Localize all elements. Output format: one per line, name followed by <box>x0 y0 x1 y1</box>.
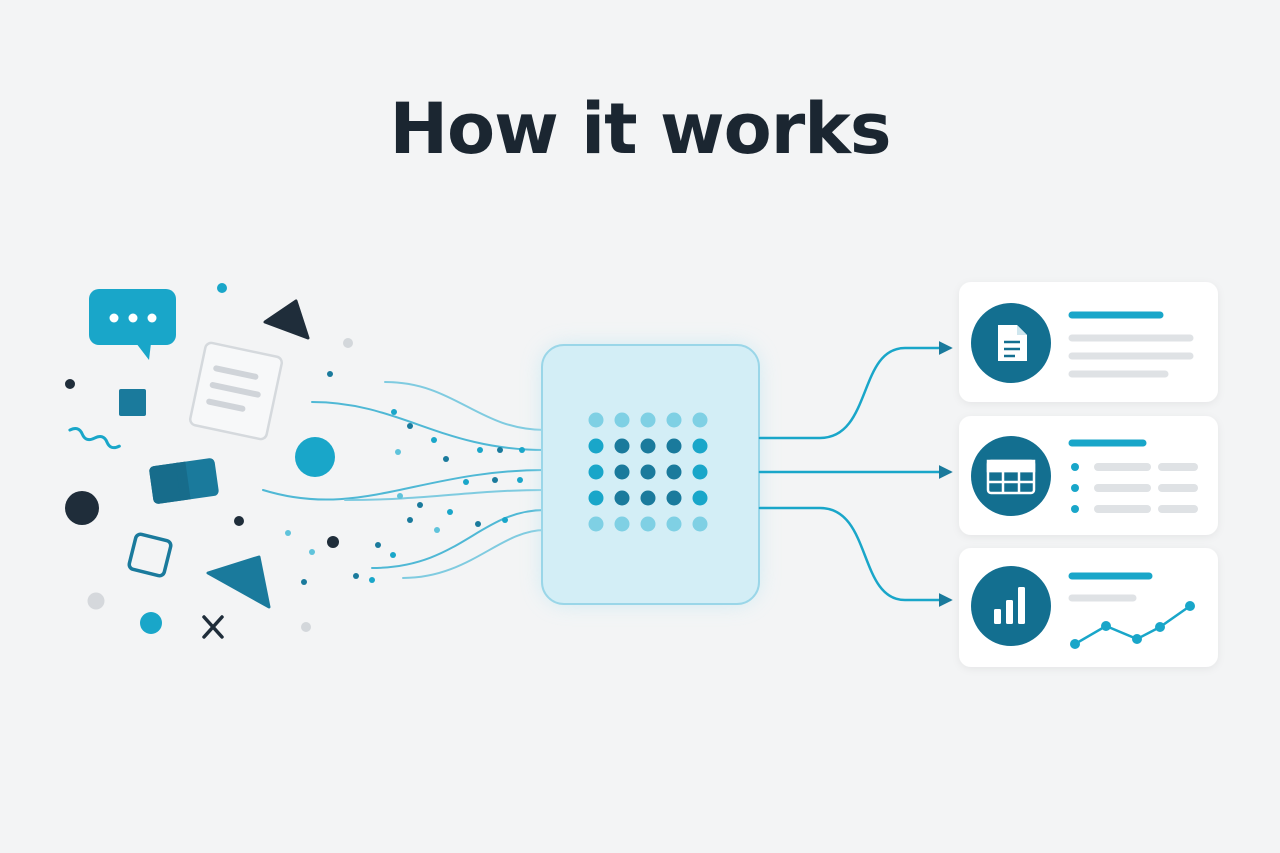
square-icon <box>119 389 146 416</box>
grid-dot <box>588 464 604 480</box>
bar-chart-icon <box>994 587 1025 624</box>
flow-dot <box>395 449 401 455</box>
triangle-icon <box>206 555 271 609</box>
flow-dot <box>434 527 440 533</box>
connector-to-document <box>758 341 953 440</box>
output-card-document <box>959 282 1218 402</box>
line-sparkline <box>1070 601 1195 649</box>
dot <box>327 536 339 548</box>
input-flow-dots <box>285 371 525 585</box>
grid-dot <box>640 490 656 506</box>
input-shapes <box>65 283 353 639</box>
grid-dot <box>614 464 630 480</box>
flow-dot <box>407 423 413 429</box>
flow-dot <box>519 447 525 453</box>
document-icon <box>188 341 284 441</box>
dot <box>65 379 75 389</box>
circle-icon <box>87 592 105 610</box>
input-flow-lines <box>262 381 546 579</box>
grid-dot <box>666 516 682 532</box>
flow-dot <box>517 477 523 483</box>
grid-dot <box>666 464 682 480</box>
list-bullet <box>1071 484 1079 492</box>
flow-dot <box>369 577 375 583</box>
outlined-square-icon <box>127 532 173 578</box>
chat-bubble-icon <box>89 289 176 360</box>
grid-dot <box>692 412 708 428</box>
flow-dot <box>492 477 498 483</box>
flow-dot <box>391 409 397 415</box>
grid-dot <box>640 464 656 480</box>
flow-dot <box>447 509 453 515</box>
connector-to-chart <box>758 506 953 607</box>
document-icon <box>998 325 1027 361</box>
output-card-chart <box>959 548 1218 667</box>
processor <box>541 344 760 605</box>
circle-icon <box>140 612 162 634</box>
grid-dot <box>640 412 656 428</box>
grid-dot <box>692 464 708 480</box>
output-card-table <box>959 416 1218 535</box>
flow-dot <box>497 447 503 453</box>
dot <box>343 338 353 348</box>
flow-dot <box>375 542 381 548</box>
flow-dot <box>407 517 413 523</box>
grid-dot <box>588 516 604 532</box>
dot-grid-icon <box>588 412 708 532</box>
flow-dot <box>417 502 423 508</box>
flow-dot <box>309 549 315 555</box>
circle-icon <box>295 437 335 477</box>
flow-dot <box>327 371 333 377</box>
list-bullet <box>1071 505 1079 513</box>
rounded-rectangle-icon <box>149 458 219 504</box>
grid-dot <box>666 438 682 454</box>
dot <box>234 516 244 526</box>
flow-dot <box>502 517 508 523</box>
flow-dot <box>285 530 291 536</box>
dot <box>217 283 227 293</box>
flow-dot <box>397 493 403 499</box>
output-connectors <box>758 341 953 607</box>
grid-dot <box>666 412 682 428</box>
grid-dot <box>692 490 708 506</box>
grid-dot <box>692 516 708 532</box>
circle-icon <box>65 491 99 525</box>
flow-dot <box>463 479 469 485</box>
grid-dot <box>614 438 630 454</box>
flow-dot <box>353 573 359 579</box>
grid-dot <box>588 412 604 428</box>
grid-dot <box>588 438 604 454</box>
grid-dot <box>588 490 604 506</box>
triangle-icon <box>263 299 310 340</box>
squiggle-icon <box>68 427 121 450</box>
flow-dot <box>390 552 396 558</box>
list-bullet <box>1071 463 1079 471</box>
grid-dot <box>614 490 630 506</box>
grid-dot <box>614 412 630 428</box>
flow-dot <box>475 521 481 527</box>
grid-dot <box>666 490 682 506</box>
grid-dot <box>640 438 656 454</box>
flow-dot <box>431 437 437 443</box>
page-title: How it works <box>389 88 891 170</box>
flow-dot <box>301 579 307 585</box>
table-icon <box>986 459 1036 495</box>
flow-dot <box>443 456 449 462</box>
grid-dot <box>614 516 630 532</box>
dot <box>301 622 311 632</box>
grid-dot <box>692 438 708 454</box>
grid-dot <box>640 516 656 532</box>
cross-icon <box>202 615 224 639</box>
flow-dot <box>477 447 483 453</box>
